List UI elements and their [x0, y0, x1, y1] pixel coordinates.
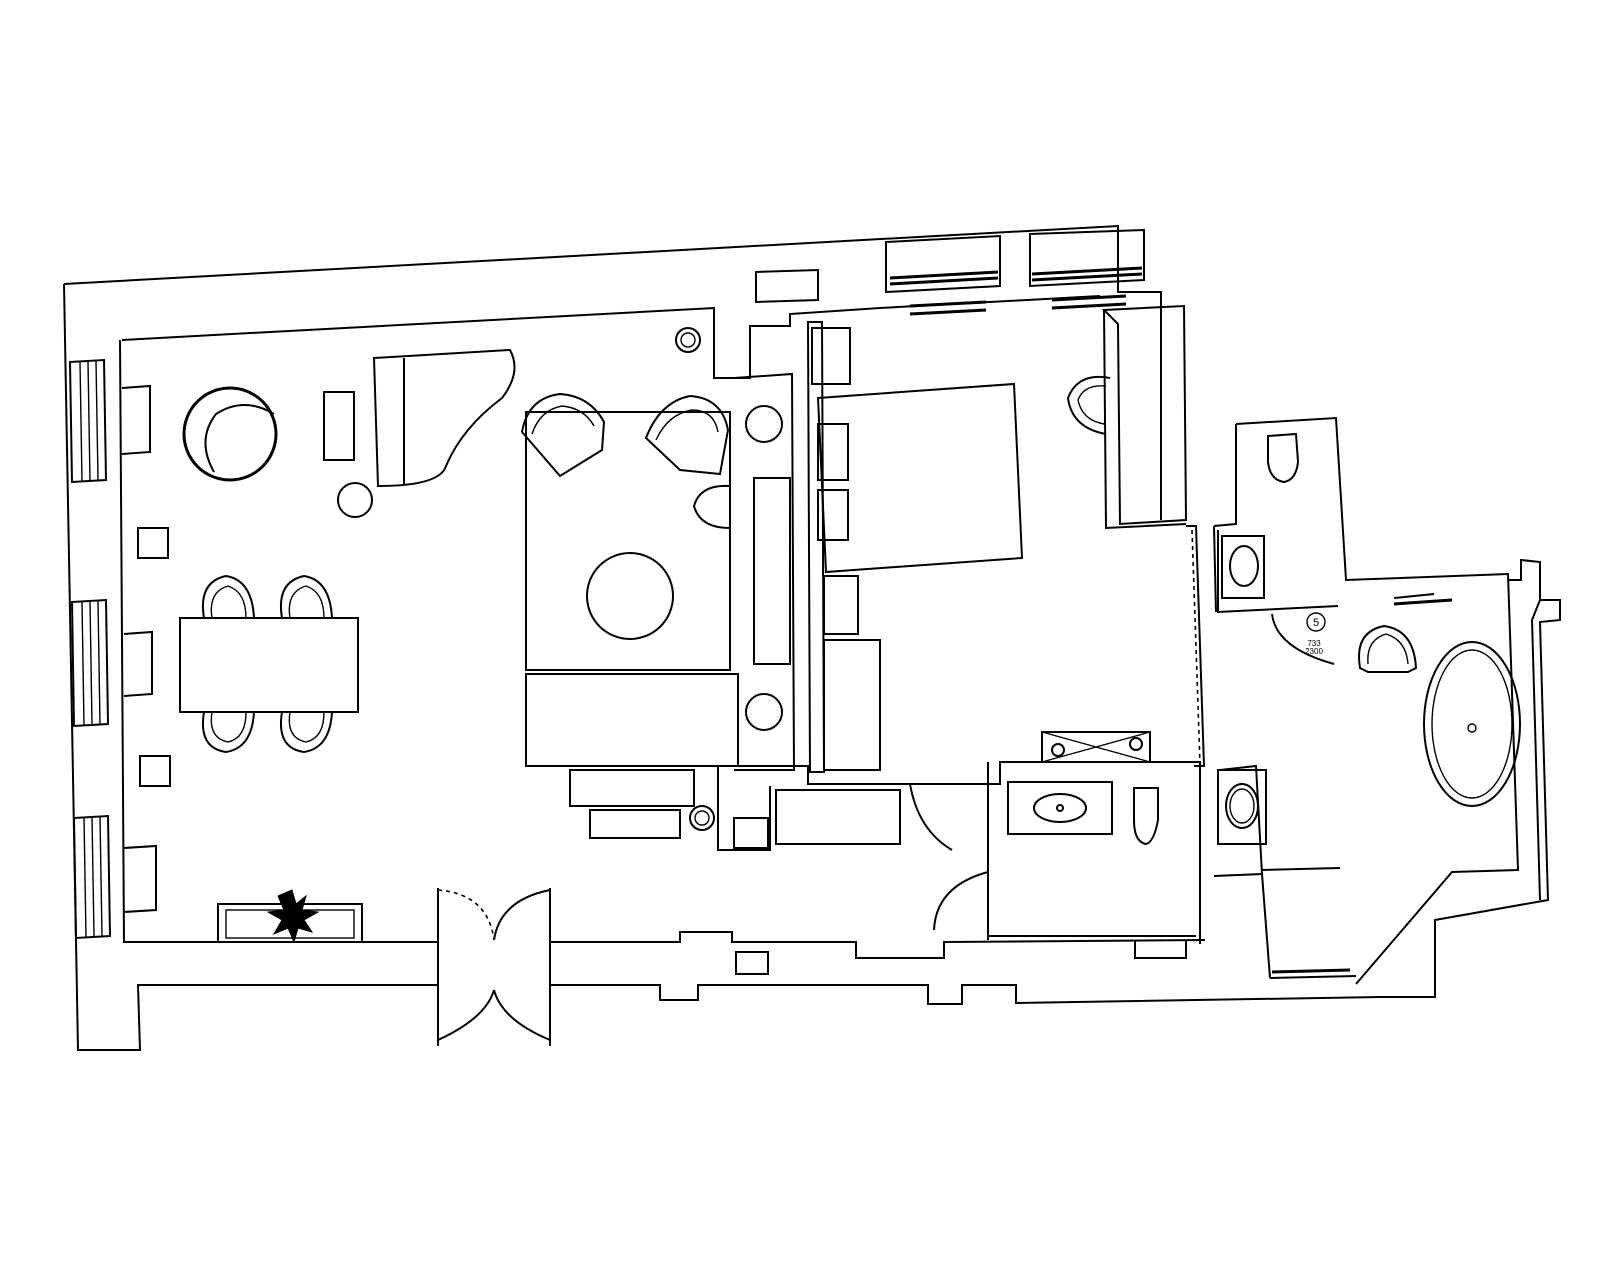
fire-icon: [266, 889, 320, 944]
bathroom: 5 733 2300: [1213, 416, 1541, 985]
guest-wc: [987, 762, 1196, 937]
room-tag-line-2: 2300: [1305, 647, 1323, 656]
room-tag-line-1: 733: [1307, 639, 1321, 648]
room-number: 5: [1313, 617, 1319, 629]
outer-walls: [63, 224, 1561, 1051]
left-windows: [68, 358, 157, 940]
top-windows: [755, 228, 1145, 316]
bedroom: [816, 304, 1206, 940]
living-room: [137, 327, 796, 944]
entry-door: [437, 888, 551, 1046]
